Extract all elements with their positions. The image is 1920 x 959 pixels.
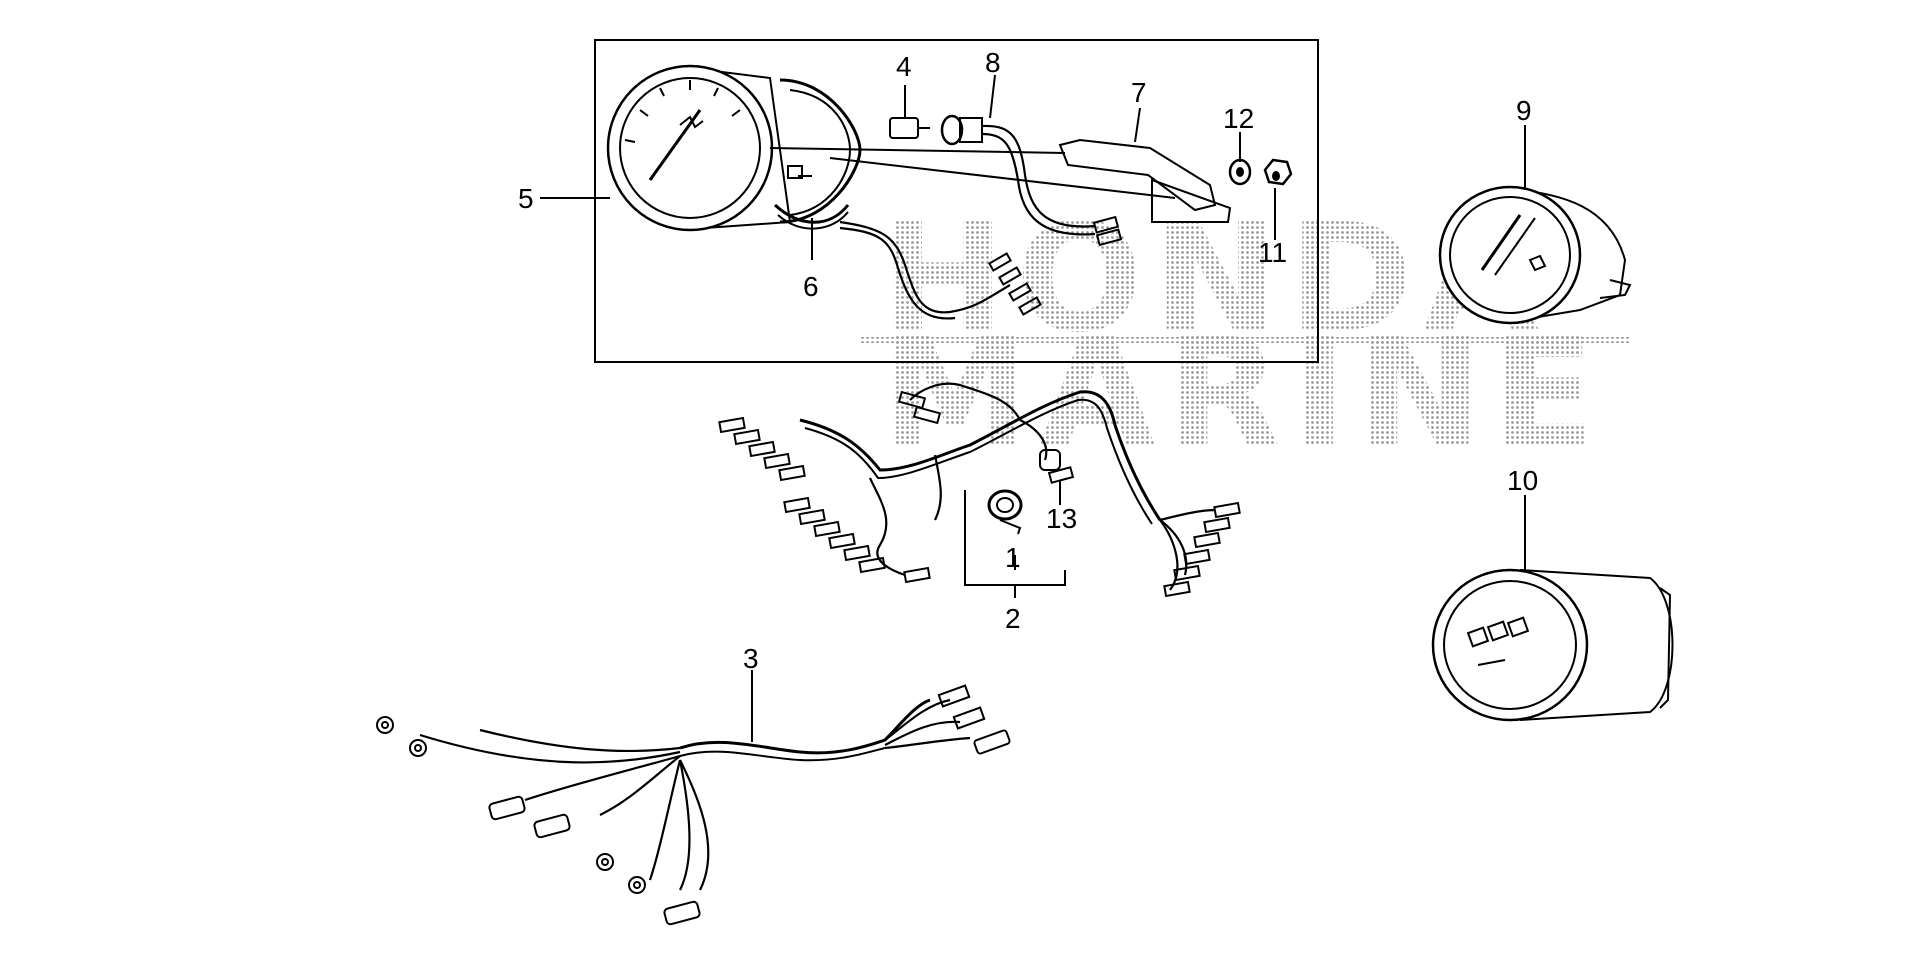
gauge-ring[interactable] — [773, 203, 850, 230]
callout-9: 9 — [1516, 95, 1532, 126]
callout-11: 11 — [1258, 237, 1287, 268]
main-wire-harness[interactable] — [718, 382, 1241, 598]
tachometer-gauge[interactable] — [606, 64, 862, 232]
kit-bracket-line — [964, 490, 1066, 598]
washer[interactable] — [1228, 158, 1252, 186]
fuse[interactable] — [1047, 466, 1075, 484]
mounting-bracket[interactable] — [769, 138, 1232, 223]
watermark-line-2: MARINE — [880, 307, 1605, 481]
tachometer-assembly-box — [594, 39, 1319, 363]
leader-lines — [540, 74, 1526, 742]
callout-7: 7 — [1131, 77, 1147, 108]
tachometer-wire-lead — [839, 220, 1043, 320]
callout-2: 2 — [1005, 603, 1021, 634]
harness-clamp[interactable] — [987, 489, 1023, 535]
callout-5: 5 — [518, 183, 534, 214]
extension-wire-harness[interactable] — [376, 684, 1011, 926]
callout-6: 6 — [803, 271, 819, 302]
callout-1: 1 — [1005, 542, 1021, 573]
trim-meter-gauge[interactable] — [1438, 185, 1632, 325]
bulb[interactable] — [889, 117, 930, 139]
nut[interactable] — [1263, 158, 1293, 186]
callout-4: 4 — [896, 51, 912, 82]
oil-pressure-gauge[interactable] — [1431, 568, 1674, 722]
callout-12: 12 — [1223, 103, 1254, 134]
callout-3: 3 — [743, 643, 759, 674]
callout-8: 8 — [985, 47, 1001, 78]
callout-10: 10 — [1507, 465, 1538, 496]
callout-13: 13 — [1046, 503, 1077, 534]
callout-numbers: 1 2 3 4 5 6 7 8 9 10 11 12 13 — [518, 47, 1538, 674]
